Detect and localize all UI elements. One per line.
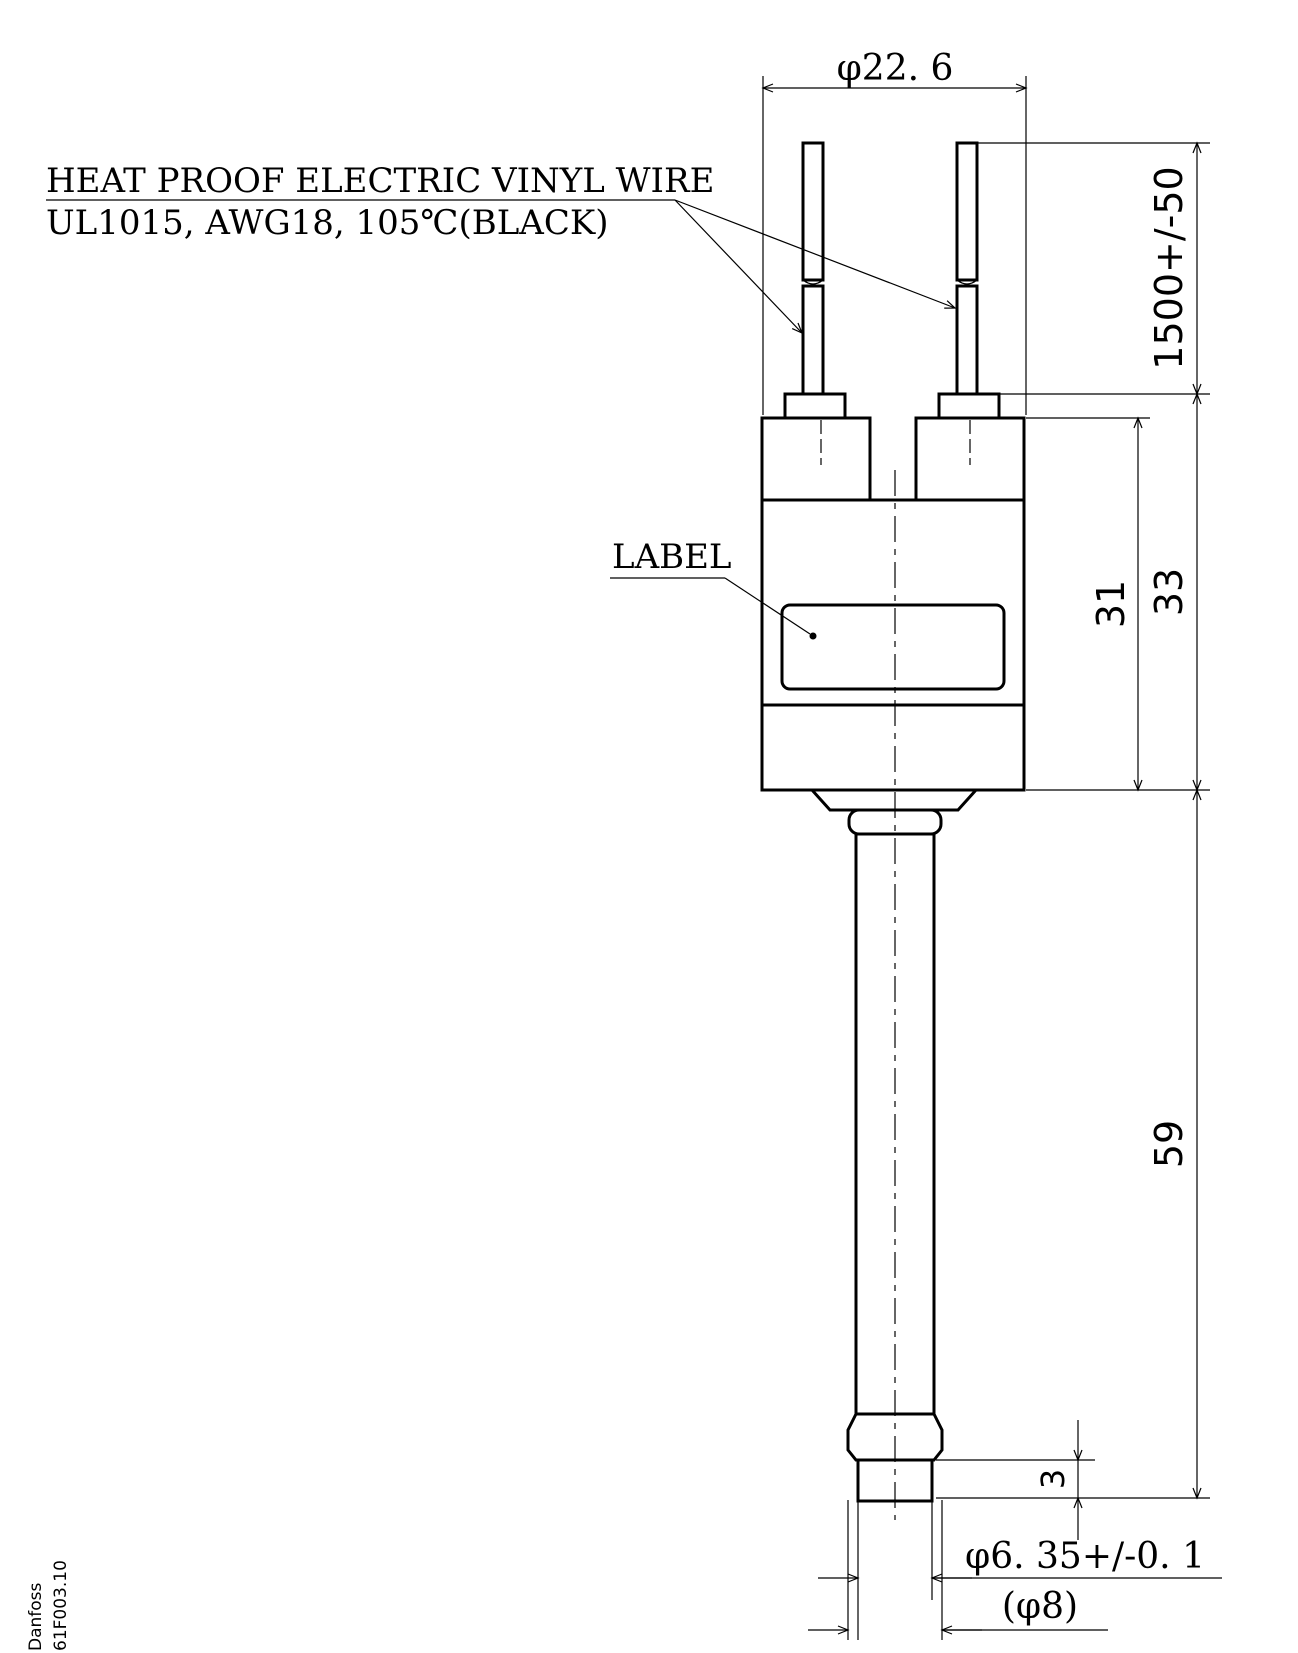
dim-31: 31 (1089, 580, 1133, 628)
sensor-body (760, 416, 1026, 792)
dim-tube-dia: φ6. 35+/-0. 1 (965, 1536, 1205, 1577)
dim-59: 59 (1147, 1120, 1191, 1168)
drawing-code: 61F003.10 (51, 1560, 71, 1651)
brand-text: Danfoss (26, 1582, 46, 1651)
dim-33: 33 (1147, 568, 1191, 616)
dim-outer-dia: (φ8) (1002, 1586, 1078, 1627)
label-note: LABEL (612, 537, 732, 577)
dim-width: φ22. 6 (837, 48, 954, 89)
neck (810, 788, 978, 812)
wire-note-line2: UL1015, AWG18, 105℃(BLACK) (46, 203, 609, 243)
right-grommet (937, 392, 1001, 420)
wire-note-line1: HEAT PROOF ELECTRIC VINYL WIRE (46, 161, 714, 201)
left-grommet (783, 392, 847, 420)
dim-wire-length: 1500+/-50 (1147, 166, 1191, 369)
right-wire (955, 141, 979, 396)
label-area (780, 603, 1006, 691)
dim-3: 3 (1034, 1469, 1072, 1489)
left-wire (801, 141, 825, 396)
